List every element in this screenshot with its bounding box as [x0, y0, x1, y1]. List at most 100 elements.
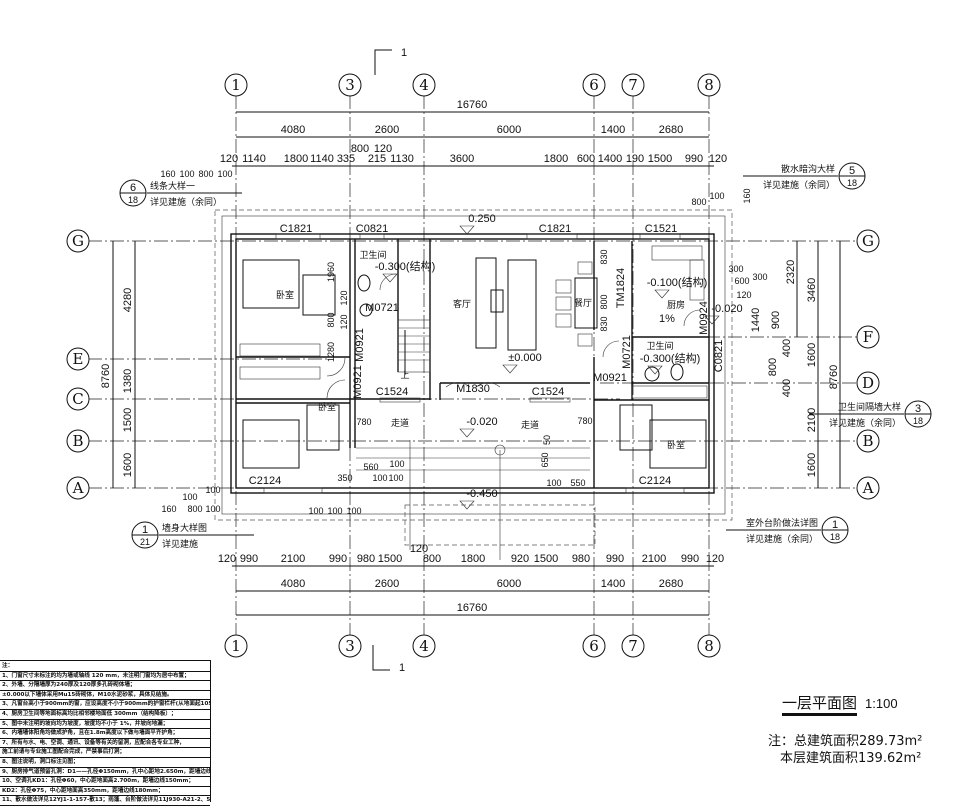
dim-small: 100	[205, 485, 220, 495]
axis-bubble-F: F	[856, 325, 880, 349]
dim-bottom-detail: 990	[329, 553, 347, 565]
dim-small: 100	[388, 473, 403, 483]
opening-label: C1524	[376, 386, 408, 398]
axis-label: 8	[704, 76, 714, 94]
level-triangle-icon	[654, 289, 670, 299]
note-line: 10、空调孔KD1：孔径Φ60，中心距地面高2.700m，距墙边线150mm；	[0, 777, 210, 787]
room-label: 卧室	[667, 439, 685, 451]
opening-label: C2124	[249, 475, 281, 487]
dim-bottom-detail: 1800	[461, 553, 485, 565]
dim-bottom-bay: 4080	[281, 578, 305, 590]
dim-bottom-detail: 980	[572, 553, 590, 565]
callout-sheet: 18	[913, 416, 923, 426]
dim-right: 1440	[750, 308, 762, 332]
callout-title: 线条大样一	[150, 180, 195, 192]
bed	[242, 419, 300, 469]
dim-top-detail: 800	[351, 143, 369, 155]
axis-label: 3	[345, 637, 355, 655]
level-mark: 1%	[659, 313, 675, 325]
axis-label: 1	[231, 637, 241, 655]
note-line: 3、凡窗台高小于900mm的窗，应设高度不小于900mm的护窗栏杆(从地面起10…	[0, 700, 210, 710]
room-label: 上	[400, 370, 409, 381]
axis-bubble-3: 3	[338, 634, 362, 658]
callout-title: 散水暗沟大样	[781, 163, 835, 175]
dim-left: 1500	[122, 408, 134, 432]
dim-right: 2100	[806, 408, 818, 432]
dim-top-detail: 120	[220, 153, 238, 165]
dim-small: 800	[691, 197, 706, 207]
axis-label: 4	[419, 76, 429, 94]
dim-right: 3460	[806, 278, 818, 302]
room-label: 卧室	[276, 289, 294, 301]
dim-bottom-detail: 920	[511, 553, 529, 565]
dim-bottom-detail: 2100	[642, 553, 666, 565]
sofa	[475, 257, 497, 349]
note-line: KD2：孔径Φ75，中心距地面高350mm，距墙边线180mm；	[0, 787, 210, 797]
dim-bottom-total: 16760	[457, 602, 488, 614]
dim-right: 2320	[785, 260, 797, 284]
opening-label: C1821	[280, 223, 312, 235]
level-mark: 0.250	[468, 213, 496, 225]
dim-small: 800	[326, 312, 336, 327]
dim-small: 100	[327, 506, 342, 516]
axis-label: 3	[345, 76, 355, 94]
dim-bottom-bay: 1400	[601, 578, 625, 590]
dim-bottom-detail: 980	[357, 553, 375, 565]
axis-label: A	[862, 479, 874, 497]
level-triangle-icon	[459, 225, 475, 235]
note-line: 7、所有与水、电、空调、通讯、设备等有关的留洞，应配合各专业工种，	[0, 739, 210, 749]
axis-bubble-1: 1	[224, 634, 248, 658]
dim-small: 120	[736, 290, 751, 300]
callout-sheet: 18	[128, 195, 138, 205]
dim-small: 100	[179, 169, 194, 179]
axis-bubble-7: 7	[621, 634, 645, 658]
total-area: 注：总建筑面积289.73m²	[768, 734, 923, 749]
callout-ref: 详见建施（余同）	[746, 533, 818, 545]
level-mark: -0.300(结构)	[640, 351, 701, 365]
dim-top-detail: 215	[368, 153, 386, 165]
dim-top-detail: 1400	[598, 153, 622, 165]
axis-label: F	[863, 328, 873, 346]
room-label: 厨房	[667, 299, 685, 311]
axis-label: 6	[589, 637, 599, 655]
dim-small: 800	[599, 294, 609, 309]
general-notes: 注：1、门窗尺寸未标注的均为墙或轴线 120 mm，未注明门窗均为居中布置；2、…	[0, 662, 210, 806]
stair	[397, 319, 431, 375]
dim-small: 100	[709, 191, 724, 201]
section-mark-label: 1	[401, 47, 407, 59]
callout-ref: 详见建施	[162, 538, 198, 550]
note-line: 1、门窗尺寸未标注的均为墙或轴线 120 mm，未注明门窗均为居中布置；	[0, 672, 210, 682]
dim-small: 780	[356, 417, 371, 427]
axis-label: C	[72, 390, 83, 408]
axis-bubble-D: D	[856, 371, 880, 395]
axis-bubble-C: C	[66, 387, 90, 411]
dim-small: 100	[346, 506, 361, 516]
level-mark: -0.450	[466, 488, 497, 500]
dim-small: 780	[577, 416, 592, 426]
dim-small: 560	[363, 462, 378, 472]
axis-label: E	[73, 350, 84, 368]
opening-label: M0721	[365, 302, 399, 314]
room-label: 走道	[521, 419, 539, 431]
dim-top-detail: 1800	[284, 153, 308, 165]
section-mark-bottom: 1	[372, 645, 405, 674]
dim-right: 1600	[806, 343, 818, 367]
callout-ref: 详见建施（余同）	[829, 417, 901, 429]
dim-top-detail: 600	[577, 153, 595, 165]
axis-bubble-A: A	[856, 476, 880, 500]
dim-small: 120	[339, 314, 349, 329]
section-mark-top: 1	[374, 47, 407, 75]
dim-right: 1600	[806, 453, 818, 477]
level-mark: -0.300(结构)	[375, 259, 436, 273]
axis-label: 6	[589, 76, 599, 94]
dim-small: 1960	[326, 262, 336, 282]
room-label: 卧室	[318, 401, 336, 413]
dim-right: 900	[770, 311, 782, 329]
level-mark: -0.020	[466, 416, 497, 428]
opening-label: M0721	[621, 335, 633, 369]
axis-label: B	[72, 432, 83, 450]
dim-bottom-detail: 120	[410, 543, 428, 555]
